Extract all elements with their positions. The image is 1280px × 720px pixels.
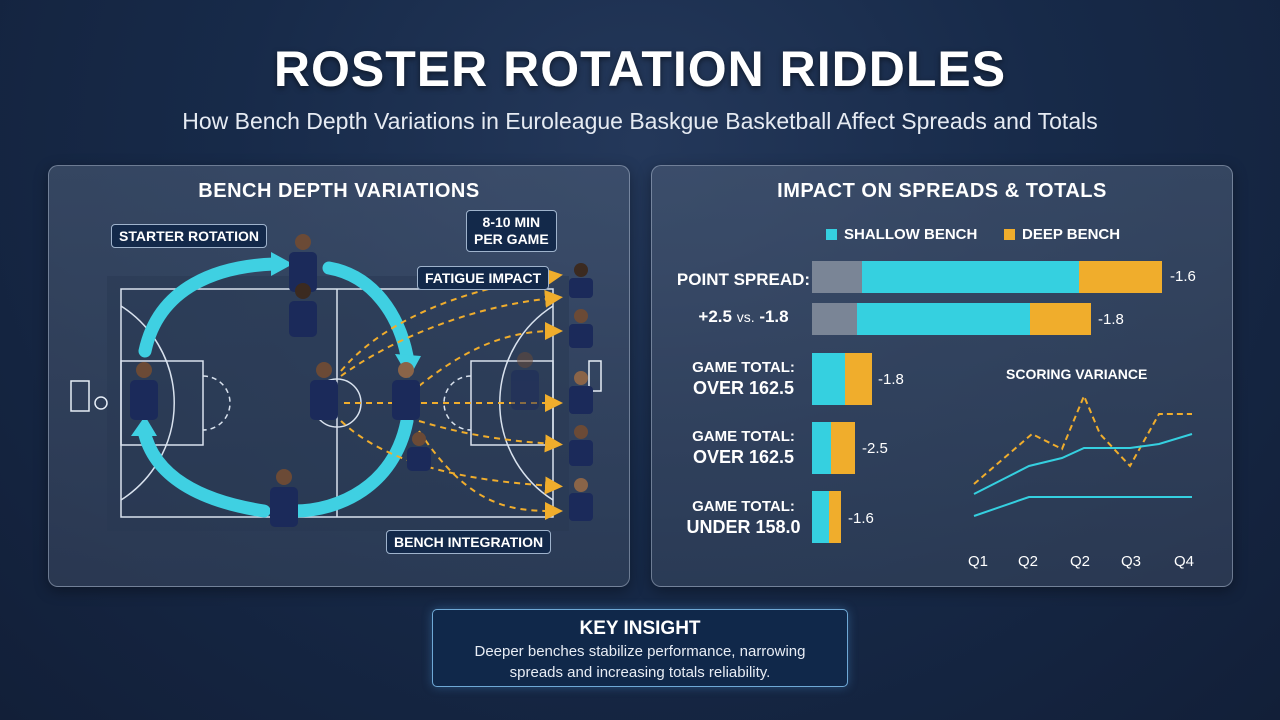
player-top2	[289, 283, 317, 337]
bench-player-1	[569, 263, 593, 298]
player-top	[289, 234, 317, 292]
legend-deep-swatch	[1004, 229, 1015, 240]
quarter-label-4: Q3	[1121, 553, 1142, 570]
bench-depth-panel: BENCH DEPTH VARIATIONS	[48, 165, 630, 587]
player-left	[130, 362, 158, 420]
court-diagram	[70, 234, 602, 531]
starter-rotation-arrows	[137, 257, 414, 518]
bench-player-3	[569, 371, 593, 414]
legend-shallow-swatch	[826, 229, 837, 240]
row-label-total-2: GAME TOTAL: OVER 162.5	[676, 426, 811, 468]
bar-row-5	[812, 491, 841, 543]
bar-row-2	[812, 303, 1091, 335]
player-center	[310, 362, 338, 420]
legend-deep-label: DEEP BENCH	[1022, 226, 1121, 243]
minutes-label-line2: PER GAME	[474, 231, 549, 247]
bench-player-4	[569, 425, 593, 466]
total-1-line2: OVER 162.5	[692, 378, 795, 398]
row-label-total-1: GAME TOTAL: OVER 162.5	[676, 357, 811, 399]
fatigue-impact-label: FATIGUE IMPACT	[417, 266, 550, 290]
scoring-variance-title: SCORING VARIANCE	[1006, 366, 1148, 382]
spread-value-c: -1.8	[759, 307, 789, 326]
bench-depth-title: BENCH DEPTH VARIATIONS	[198, 180, 480, 202]
quarter-label-1: Q1	[968, 553, 989, 570]
variance-shallow-lower-line	[973, 496, 1192, 517]
key-insight-line2: spreads and increasing totals reliabilit…	[509, 664, 771, 681]
left-hoop	[70, 380, 108, 412]
total-3-line2: UNDER 158.0	[686, 517, 801, 537]
page-title: ROSTER ROTATION RIDDLES	[273, 41, 1007, 97]
total-1-line1: GAME TOTAL:	[692, 359, 795, 376]
variance-lines	[973, 393, 1193, 517]
bar-value-1: -1.6	[1170, 268, 1196, 285]
total-3-line1: GAME TOTAL:	[692, 498, 795, 515]
player-mid-lower	[407, 432, 431, 471]
row-label-point-spread: POINT SPREAD:	[676, 270, 811, 289]
bar-value-4: -2.5	[862, 440, 888, 457]
page-subtitle: How Bench Depth Variations in Euroleague…	[182, 108, 1098, 134]
player-bottom	[270, 469, 298, 527]
right-hoop	[588, 360, 602, 392]
impact-bars	[812, 261, 1193, 543]
spread-value-a: +2.5	[698, 307, 732, 326]
row-label-spread-values: +2.5 vs. -1.8	[676, 307, 811, 327]
legend-shallow: SHALLOW BENCH	[826, 226, 977, 243]
spread-vs: vs.	[736, 309, 755, 325]
key-insight-box: KEY INSIGHT Deeper benches stabilize per…	[432, 609, 848, 687]
impact-panel: IMPACT ON SPREADS & TOTALS SHALLOW BENCH…	[651, 165, 1233, 587]
impact-title: IMPACT ON SPREADS & TOTALS	[777, 180, 1107, 202]
player-ghost	[511, 352, 539, 410]
bar-value-3: -1.8	[878, 371, 904, 388]
key-insight-title: KEY INSIGHT	[579, 618, 701, 639]
bench-integration-label: BENCH INTEGRATION	[386, 530, 552, 554]
variance-deep-line	[973, 393, 1192, 485]
row-label-total-3: GAME TOTAL: UNDER 158.0	[666, 496, 821, 538]
bench-player-5	[569, 478, 593, 521]
legend-shallow-label: SHALLOW BENCH	[844, 226, 978, 243]
bench-player-2	[569, 309, 593, 348]
starter-rotation-label: STARTER ROTATION	[111, 224, 267, 248]
minutes-label-line1: 8-10 MIN	[482, 214, 541, 230]
bar-row-4	[812, 422, 855, 474]
quarter-label-5: Q4	[1174, 553, 1195, 570]
legend-deep: DEEP BENCH	[1004, 226, 1120, 243]
key-insight-line1: Deeper benches stabilize performance, na…	[474, 643, 806, 660]
bar-row-3	[812, 353, 872, 405]
bar-value-2: -1.8	[1098, 311, 1124, 328]
quarter-label-3: Q2	[1070, 553, 1091, 570]
player-mid-right	[392, 362, 420, 420]
total-2-line2: OVER 162.5	[692, 447, 795, 467]
players	[130, 234, 593, 527]
bar-value-5: -1.6	[848, 510, 874, 527]
bar-row-1	[812, 261, 1162, 293]
variance-shallow-upper-line	[973, 433, 1193, 495]
quarter-label-2: Q2	[1018, 553, 1039, 570]
total-2-line1: GAME TOTAL:	[692, 428, 795, 445]
minutes-per-game-label: 8-10 MIN PER GAME	[466, 210, 557, 252]
